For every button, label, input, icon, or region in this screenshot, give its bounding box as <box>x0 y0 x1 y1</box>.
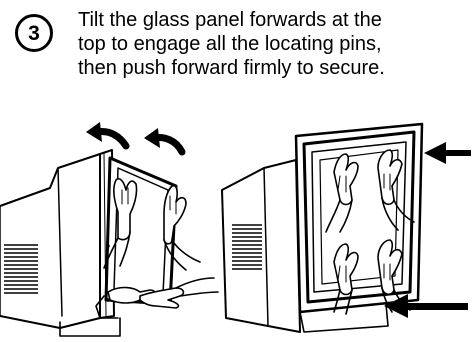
curved-arrow-icon <box>86 122 102 142</box>
tilt-arrows <box>86 122 182 152</box>
left-arrow-icon <box>424 142 446 164</box>
vent-grille-icon <box>4 244 38 294</box>
curved-arrow-icon <box>144 128 160 148</box>
monitor-tilt-illustration <box>0 150 218 336</box>
vent-grille-icon <box>232 222 262 272</box>
monitor-push-illustration <box>222 124 422 332</box>
arrow-shaft <box>404 303 468 310</box>
